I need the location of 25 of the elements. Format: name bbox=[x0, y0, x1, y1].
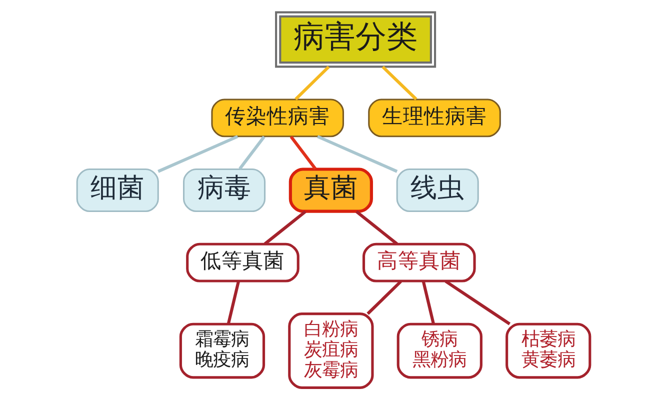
connector bbox=[444, 280, 511, 326]
node-box: 细菌 bbox=[76, 168, 159, 212]
connector bbox=[382, 66, 418, 100]
connector bbox=[422, 281, 436, 324]
node-box: 线虫 bbox=[396, 168, 479, 212]
node-box: 传染性病害 bbox=[211, 98, 344, 138]
node-box: 病害分类 bbox=[275, 11, 436, 68]
node-box: 枯萎病 黄萎病 bbox=[506, 322, 592, 379]
connector bbox=[290, 136, 317, 170]
connector bbox=[226, 281, 240, 324]
node-box: 病毒 bbox=[183, 168, 266, 212]
connector bbox=[366, 280, 402, 315]
connector bbox=[294, 66, 330, 100]
connector bbox=[264, 210, 306, 246]
node-box: 生理性病害 bbox=[368, 98, 501, 138]
node-box: 白粉病 炭疽病 灰霉病 bbox=[288, 312, 374, 389]
node-box: 霜霉病 晚疫病 bbox=[179, 322, 266, 379]
connector bbox=[355, 210, 398, 246]
connector bbox=[238, 136, 266, 170]
node-box: 真菌 bbox=[288, 168, 373, 213]
connector bbox=[158, 135, 238, 173]
node-box: 锈病 黑粉病 bbox=[396, 322, 482, 379]
connector bbox=[316, 135, 398, 173]
node-box: 高等真菌 bbox=[362, 242, 476, 282]
node-box: 低等真菌 bbox=[186, 242, 300, 282]
